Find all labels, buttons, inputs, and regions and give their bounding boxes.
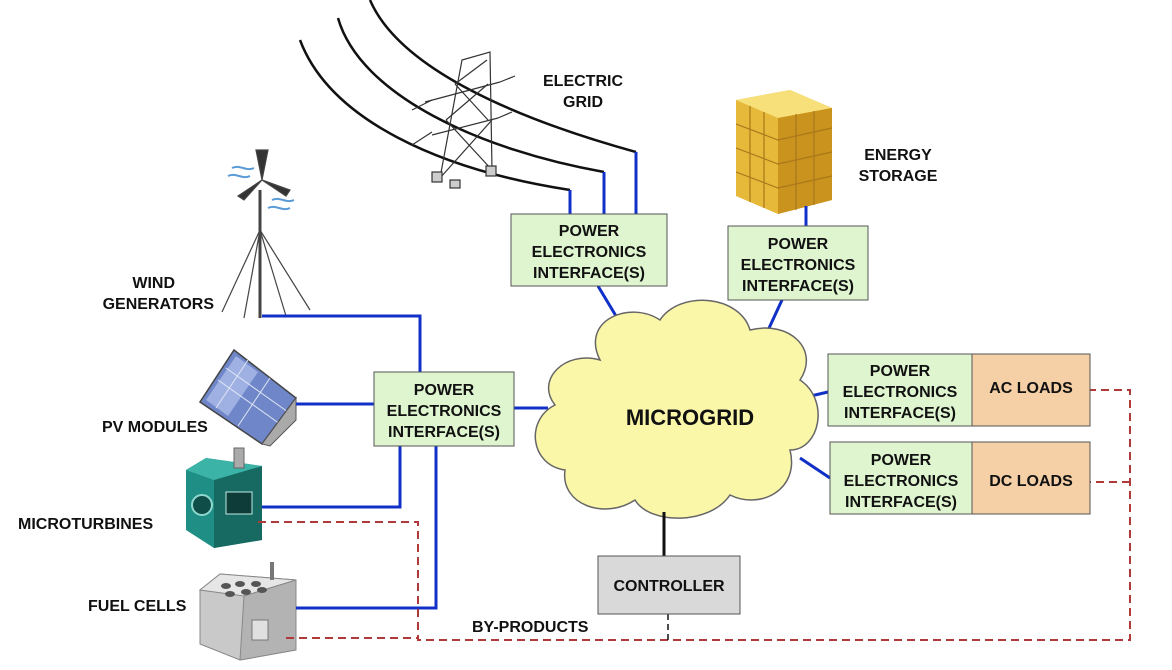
svg-text:CONTROLLER: CONTROLLER — [613, 578, 725, 595]
dc-loads-box: DC LOADS — [971, 441, 1091, 515]
microturbine-icon — [186, 447, 262, 548]
fuel-cells-label: FUEL CELLS — [88, 598, 187, 615]
svg-text:AC LOADS: AC LOADS — [989, 380, 1073, 397]
transmission-tower-icon — [411, 51, 516, 189]
microgrid-cloud — [534, 299, 819, 519]
solar-panel-icon — [198, 348, 298, 447]
by-products-label: BY-PRODUCTS — [472, 619, 589, 636]
battery-stack-icon — [735, 90, 833, 214]
ac-loads-box: AC LOADS — [971, 353, 1091, 427]
controller-box: CONTROLLER — [597, 555, 741, 615]
microturbines-label: MICROTURBINES — [18, 516, 153, 533]
pv-modules-label: PV MODULES — [102, 419, 208, 436]
grid-feed-lines — [568, 152, 638, 214]
source-power-lines — [262, 285, 831, 610]
fuel-cell-icon — [198, 562, 297, 661]
svg-text:DC LOADS: DC LOADS — [989, 473, 1073, 490]
microgrid-label: MICROGRID — [626, 405, 754, 430]
wind-turbine-icon — [221, 149, 311, 319]
by-products-line — [258, 389, 1131, 641]
